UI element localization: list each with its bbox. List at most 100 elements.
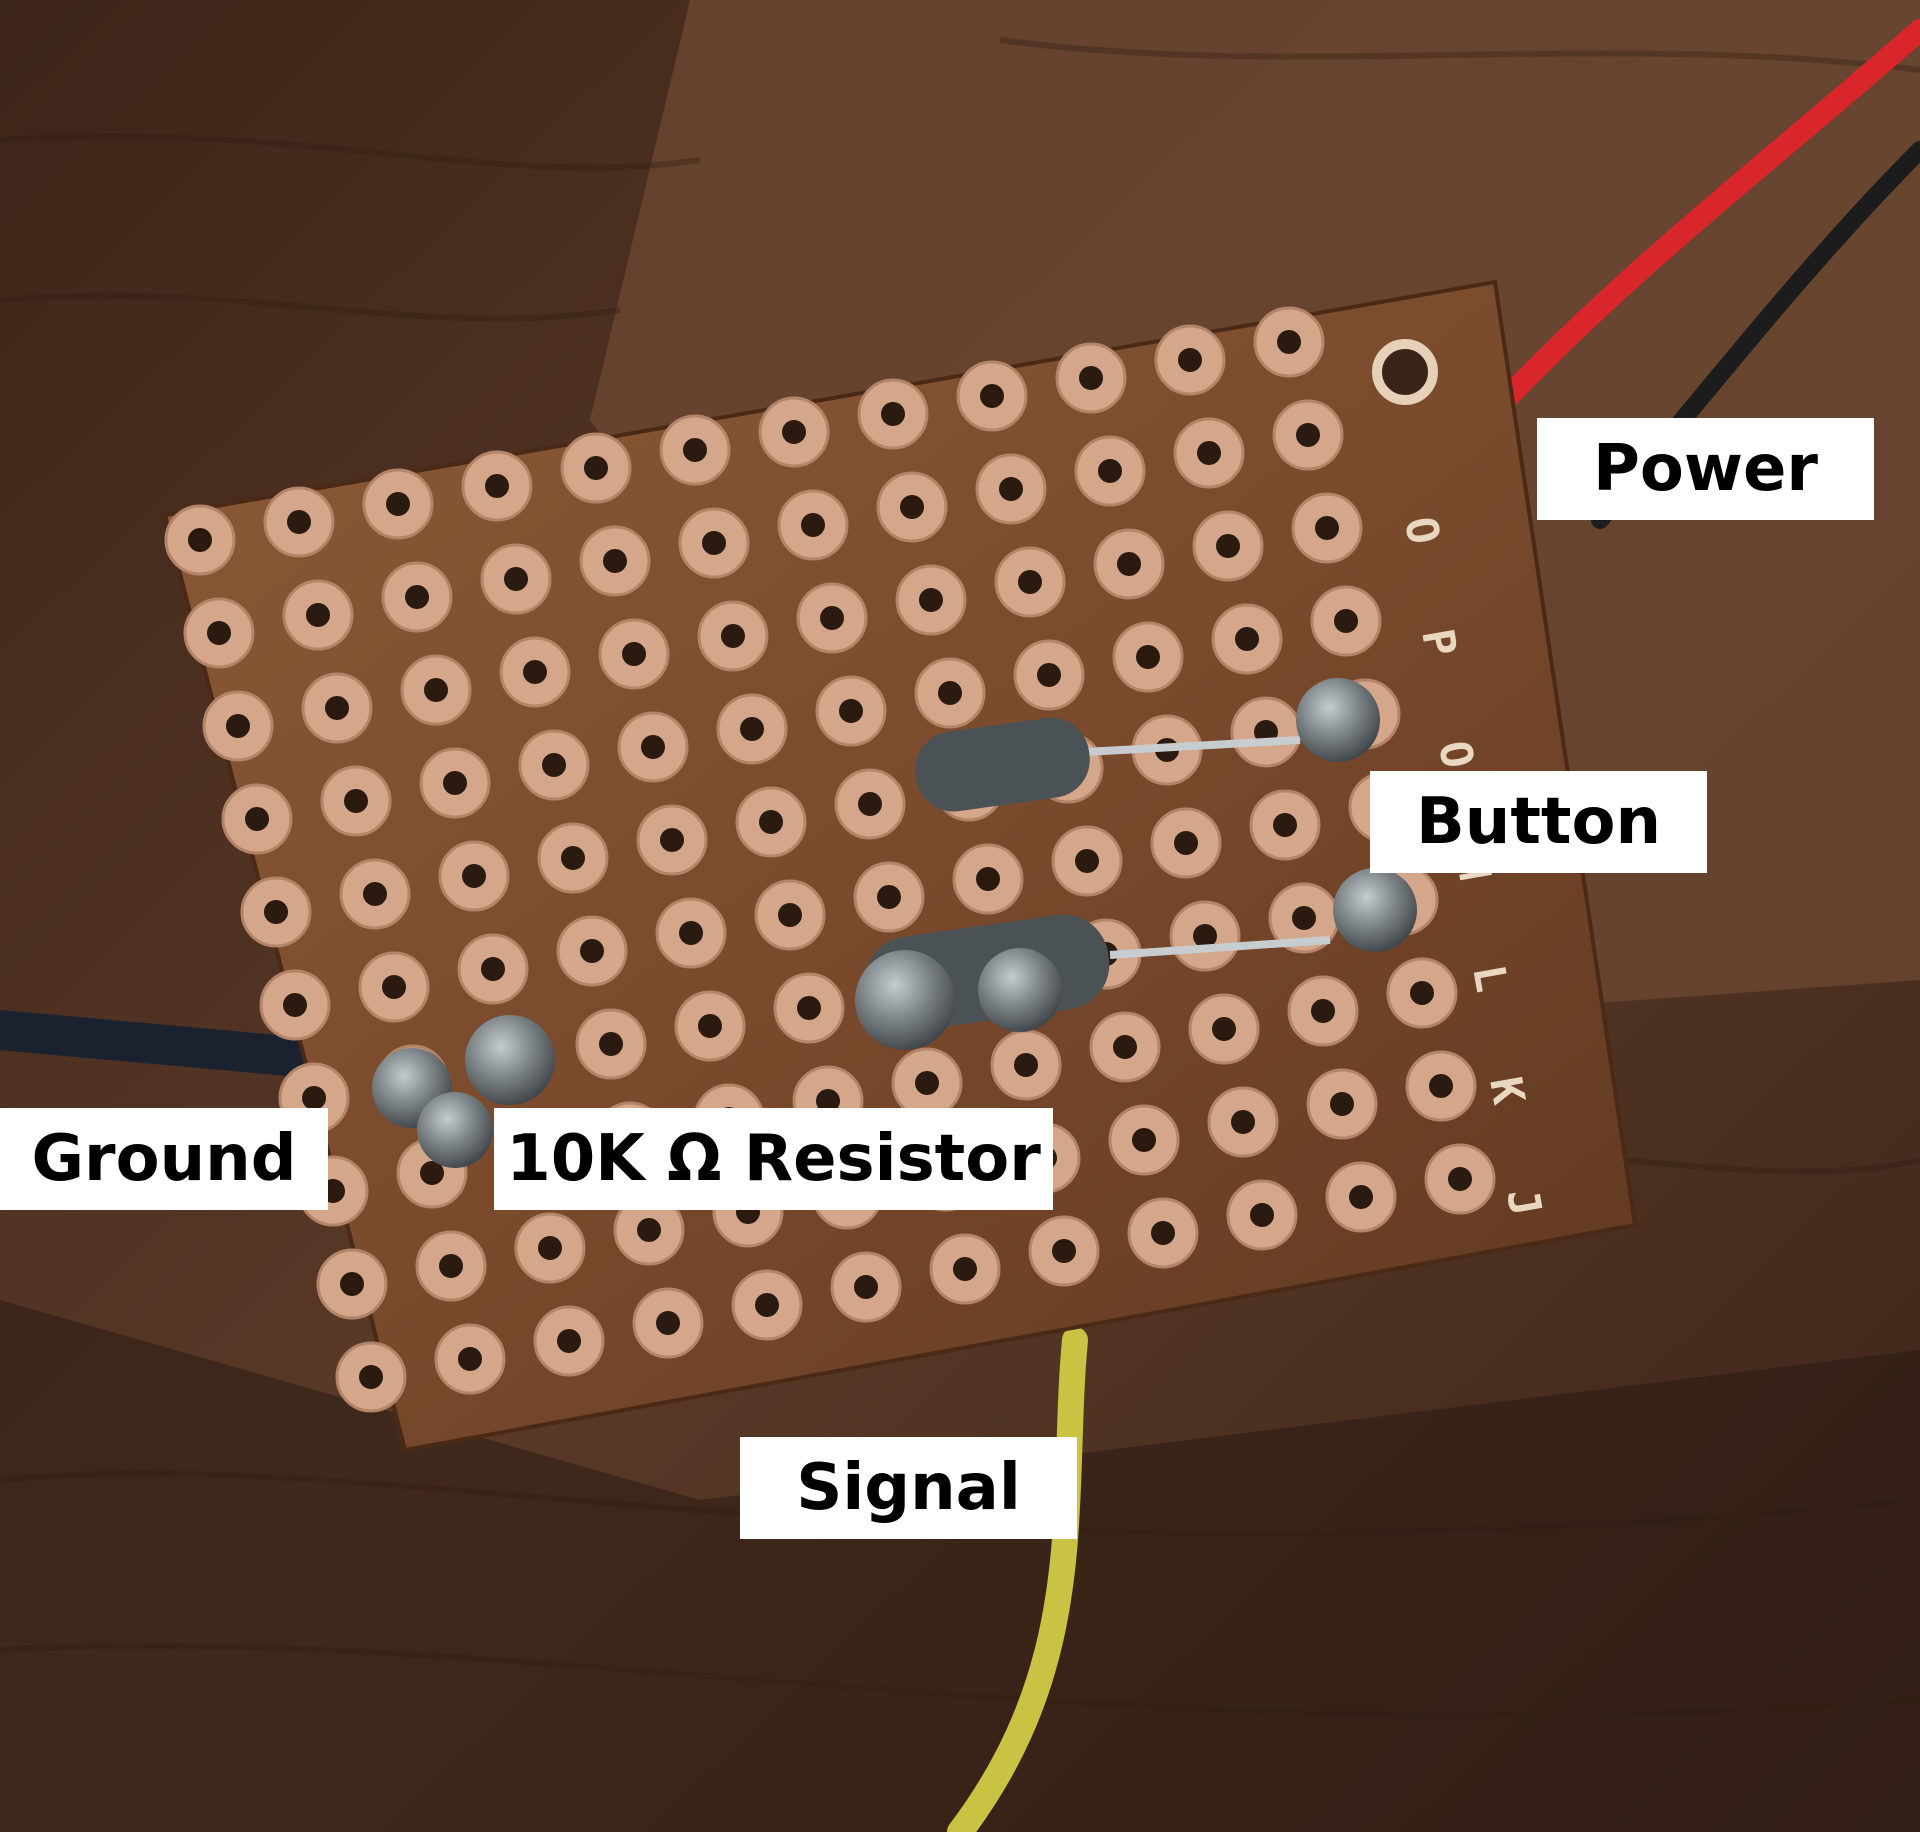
pad-hole	[854, 1275, 878, 1299]
label-resistor: 10K Ω Resistor	[494, 1108, 1053, 1210]
pad-hole	[953, 1257, 977, 1281]
mounting-hole	[1372, 339, 1438, 405]
pad-hole	[363, 882, 387, 906]
pad-hole	[1277, 330, 1301, 354]
pad-hole	[1292, 906, 1316, 930]
pad-hole	[599, 1032, 623, 1056]
pad-hole	[801, 513, 825, 537]
pad-hole	[877, 885, 901, 909]
pad-hole	[637, 1218, 661, 1242]
pad-hole	[1136, 645, 1160, 669]
pad-hole	[584, 456, 608, 480]
pad-hole	[1014, 1053, 1038, 1077]
pad-hole	[561, 846, 585, 870]
pad-hole	[1174, 831, 1198, 855]
label-ground: Ground	[0, 1108, 328, 1210]
solder-joint	[1296, 678, 1380, 762]
pad-hole	[283, 993, 307, 1017]
pad-hole	[405, 585, 429, 609]
pad-hole	[439, 1254, 463, 1278]
pad-hole	[1250, 1203, 1274, 1227]
pad-hole	[660, 828, 684, 852]
pad-hole	[287, 510, 311, 534]
pad-hole	[679, 921, 703, 945]
pad-hole	[1410, 981, 1434, 1005]
pad-hole	[900, 495, 924, 519]
pad-hole	[755, 1293, 779, 1317]
pad-hole	[226, 714, 250, 738]
pad-hole	[740, 717, 764, 741]
pad-hole	[698, 1014, 722, 1038]
pad-hole	[557, 1329, 581, 1353]
pad-hole	[1231, 1110, 1255, 1134]
pad-hole	[797, 996, 821, 1020]
pad-hole	[656, 1311, 680, 1335]
pad-hole	[359, 1365, 383, 1389]
pad-hole	[820, 606, 844, 630]
pad-hole	[938, 681, 962, 705]
pad-hole	[999, 477, 1023, 501]
pad-hole	[839, 699, 863, 723]
label-button: Button	[1370, 771, 1707, 873]
wire-power	[1494, 19, 1920, 411]
pad-hole	[1235, 627, 1259, 651]
pad-hole	[1117, 552, 1141, 576]
pad-hole	[382, 975, 406, 999]
pad-hole	[504, 567, 528, 591]
pad-hole	[976, 867, 1000, 891]
wood-shadow	[0, 1300, 1920, 1832]
pad-hole	[1212, 1017, 1236, 1041]
pad-hole	[858, 792, 882, 816]
pad-hole	[919, 588, 943, 612]
pad-hole	[683, 438, 707, 462]
pad-hole	[1098, 459, 1122, 483]
pad-hole	[915, 1071, 939, 1095]
pad-hole	[1334, 609, 1358, 633]
wire-signal	[947, 1327, 1088, 1832]
pad-hole	[1018, 570, 1042, 594]
pad-hole	[1075, 849, 1099, 873]
pad-hole	[702, 531, 726, 555]
pad-hole	[1197, 441, 1221, 465]
pad-hole	[721, 624, 745, 648]
pad-hole	[603, 549, 627, 573]
pad-hole	[1315, 516, 1339, 540]
solder-joint	[465, 1015, 555, 1105]
pad-hole	[538, 1236, 562, 1260]
solder-joint	[855, 950, 955, 1050]
pad-hole	[325, 696, 349, 720]
pad-hole	[622, 642, 646, 666]
pad-hole	[245, 807, 269, 831]
pad-hole	[782, 420, 806, 444]
pad-hole	[1429, 1074, 1453, 1098]
label-signal: Signal	[740, 1437, 1077, 1539]
pad-hole	[1216, 534, 1240, 558]
pad-hole	[542, 753, 566, 777]
label-power: Power	[1537, 418, 1874, 520]
solder-joint	[1333, 868, 1417, 952]
pad-hole	[485, 474, 509, 498]
pad-hole	[816, 1089, 840, 1113]
pad-hole	[1448, 1167, 1472, 1191]
pad-hole	[759, 810, 783, 834]
pad-hole	[1349, 1185, 1373, 1209]
pad-hole	[980, 384, 1004, 408]
pad-hole	[424, 678, 448, 702]
pad-hole	[1151, 1221, 1175, 1245]
pad-hole	[1113, 1035, 1137, 1059]
pad-hole	[188, 528, 212, 552]
pad-hole	[523, 660, 547, 684]
pad-hole	[580, 939, 604, 963]
resistor-component	[915, 717, 1301, 812]
wire-ground	[0, 1010, 350, 1080]
pad-hole	[1330, 1092, 1354, 1116]
pad-hole	[306, 603, 330, 627]
pad-hole	[1296, 423, 1320, 447]
pad-hole	[386, 492, 410, 516]
pad-hole	[462, 864, 486, 888]
pad-hole	[778, 903, 802, 927]
pad-hole	[1079, 366, 1103, 390]
pad-hole	[1052, 1239, 1076, 1263]
pad-hole	[458, 1347, 482, 1371]
pad-hole	[641, 735, 665, 759]
